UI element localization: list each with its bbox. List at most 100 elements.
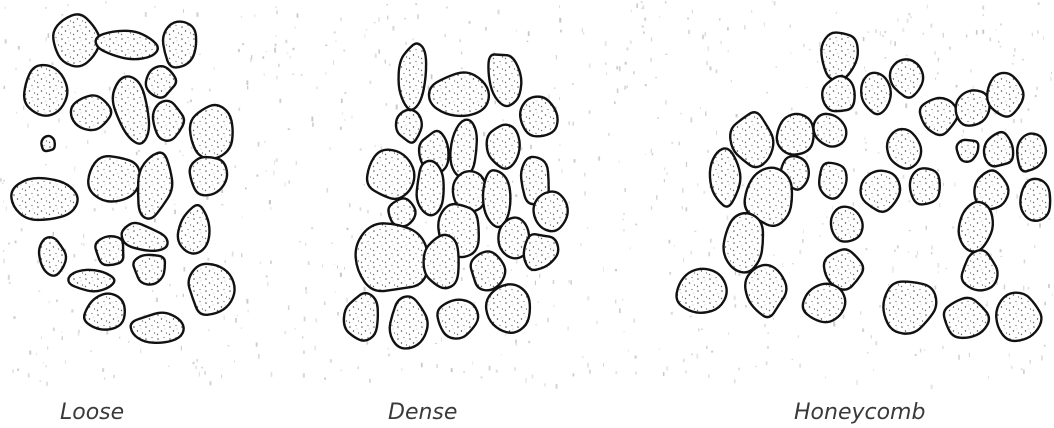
- noise-speck: [893, 266, 894, 270]
- noise-speck: [349, 203, 351, 207]
- noise-speck: [183, 294, 184, 297]
- noise-speck: [744, 25, 745, 29]
- noise-speck: [698, 328, 699, 331]
- noise-speck: [825, 377, 826, 379]
- noise-speck: [341, 99, 343, 103]
- noise-speck: [303, 373, 305, 378]
- noise-speck: [331, 243, 333, 244]
- noise-speck: [277, 76, 278, 80]
- noise-speck: [210, 381, 212, 385]
- soil-grain: [96, 31, 158, 59]
- noise-speck: [865, 248, 867, 250]
- soil-grain: [483, 170, 510, 227]
- soil-grain: [819, 163, 846, 199]
- noise-speck: [867, 352, 868, 354]
- noise-speck: [340, 273, 342, 277]
- noise-speck: [378, 49, 380, 53]
- noise-speck: [174, 210, 176, 214]
- soil-grain: [831, 207, 863, 242]
- noise-speck: [1013, 55, 1015, 57]
- noise-speck: [344, 267, 345, 270]
- noise-speck: [823, 223, 824, 225]
- noise-speck: [446, 7, 447, 9]
- noise-speck: [247, 310, 248, 313]
- noise-speck: [615, 300, 616, 304]
- noise-speck: [264, 141, 265, 143]
- noise-speck: [208, 329, 209, 331]
- noise-speck: [803, 229, 804, 233]
- soil-grain: [957, 140, 979, 162]
- noise-speck: [1041, 356, 1043, 361]
- noise-speck: [276, 158, 278, 162]
- noise-speck: [56, 299, 57, 302]
- noise-speck: [734, 379, 736, 383]
- soil-grain: [920, 98, 958, 135]
- noise-speck: [345, 119, 346, 120]
- noise-speck: [683, 359, 684, 363]
- noise-speck: [274, 48, 276, 53]
- noise-speck: [105, 130, 106, 133]
- noise-speck: [917, 251, 918, 255]
- noise-speck: [865, 142, 867, 143]
- noise-speck: [954, 182, 955, 187]
- noise-speck: [225, 260, 226, 262]
- noise-speck: [790, 25, 791, 28]
- noise-speck: [503, 119, 504, 121]
- noise-speck: [360, 148, 362, 151]
- noise-speck: [312, 123, 314, 127]
- noise-speck: [413, 38, 414, 41]
- noise-speck: [806, 87, 807, 88]
- noise-speck: [973, 85, 974, 89]
- noise-speck: [553, 280, 555, 284]
- noise-speck: [559, 97, 560, 100]
- noise-speck: [512, 181, 513, 183]
- noise-speck: [910, 16, 912, 18]
- noise-speck: [1044, 345, 1046, 347]
- caption-dense: Dense: [388, 400, 457, 425]
- noise-speck: [902, 28, 904, 32]
- noise-speck: [112, 208, 114, 211]
- noise-speck: [16, 112, 17, 113]
- noise-speck: [584, 173, 586, 177]
- noise-speck: [739, 274, 741, 277]
- noise-speck: [421, 363, 423, 368]
- noise-speck: [667, 172, 668, 175]
- noise-speck: [67, 4, 69, 6]
- noise-speck: [882, 35, 884, 36]
- noise-speck: [83, 234, 84, 238]
- noise-speck: [324, 378, 326, 380]
- panel-dense: [344, 43, 568, 348]
- noise-speck: [17, 369, 19, 371]
- noise-speck: [1052, 294, 1053, 296]
- soil-grain: [724, 213, 763, 272]
- soil-grain: [88, 156, 140, 201]
- noise-speck: [196, 12, 198, 16]
- soil-grain: [390, 296, 428, 348]
- noise-speck: [890, 40, 892, 45]
- noise-speck: [766, 361, 768, 365]
- noise-speck: [819, 235, 820, 236]
- noise-speck: [956, 85, 958, 88]
- noise-speck: [773, 318, 774, 320]
- noise-speck: [868, 31, 870, 33]
- soil-grain: [41, 136, 54, 151]
- noise-speck: [817, 61, 818, 63]
- noise-speck: [276, 11, 278, 15]
- noise-speck: [1028, 287, 1030, 289]
- noise-speck: [626, 86, 628, 89]
- noise-speck: [387, 16, 389, 20]
- noise-speck: [875, 29, 877, 33]
- noise-speck: [807, 155, 808, 158]
- noise-speck: [888, 284, 889, 286]
- noise-speck: [385, 60, 386, 64]
- noise-speck: [516, 30, 517, 32]
- noise-speck: [303, 350, 305, 354]
- noise-speck: [878, 152, 880, 154]
- noise-speck: [853, 202, 854, 206]
- noise-speck: [937, 73, 939, 75]
- noise-speck: [843, 315, 844, 319]
- noise-speck: [1035, 95, 1037, 97]
- noise-speck: [501, 354, 502, 355]
- noise-speck: [334, 31, 336, 33]
- noise-speck: [481, 376, 483, 378]
